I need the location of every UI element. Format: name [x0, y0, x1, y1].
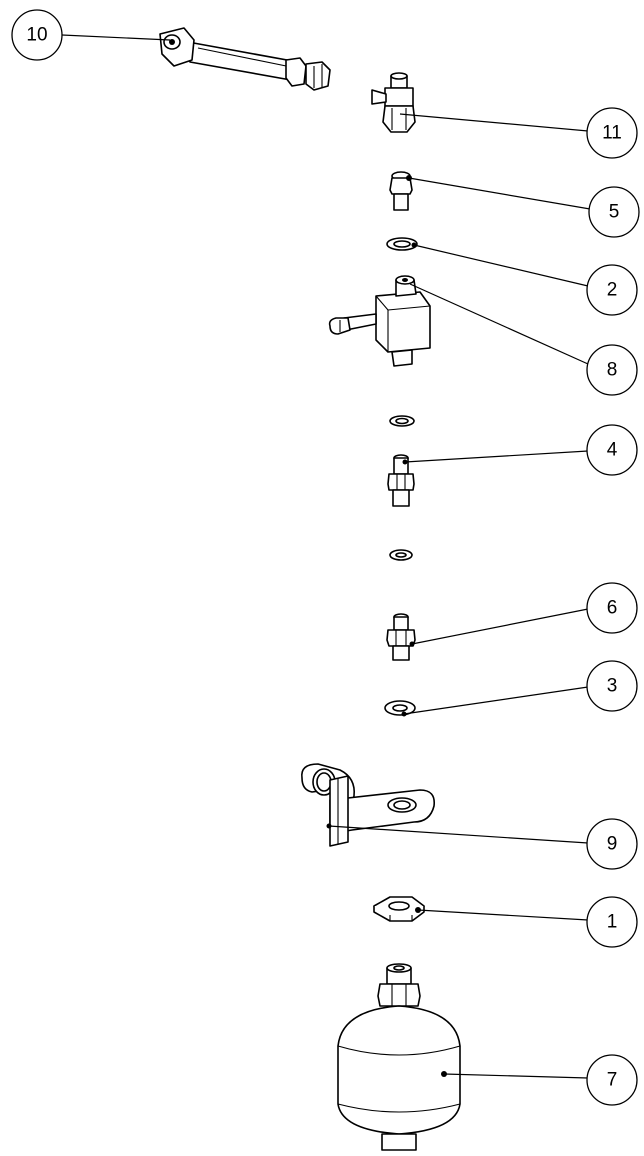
balloon-label: 8 [607, 360, 618, 381]
leader-line-1 [417, 909, 589, 921]
part-3-washer [384, 700, 416, 717]
leader-line-4 [404, 450, 589, 463]
balloon-label: 2 [607, 280, 618, 301]
balloon-label: 3 [607, 676, 618, 697]
leader-line-6 [411, 608, 589, 645]
balloon-2: 2 [586, 264, 638, 316]
balloon-10: 10 [11, 9, 63, 61]
part-1-hex-nut [373, 896, 425, 922]
balloon-9: 9 [586, 818, 638, 870]
part-9-bracket [301, 763, 436, 847]
part-7-accumulator [337, 963, 461, 1151]
balloon-4: 4 [586, 424, 638, 476]
balloon-1: 1 [586, 896, 638, 948]
part-6-adapter [386, 613, 416, 661]
leader-line-11 [399, 113, 589, 132]
leader-lines [61, 34, 591, 1079]
leader-line-5 [408, 177, 591, 210]
balloon-label: 6 [607, 598, 618, 619]
leader-line-3 [403, 686, 589, 715]
seal-ring [389, 549, 413, 561]
balloon-label: 11 [602, 123, 622, 144]
part-2-seal [386, 237, 418, 251]
balloon-label: 1 [607, 912, 618, 933]
balloon-label: 10 [26, 25, 47, 46]
balloon-label: 7 [607, 1070, 618, 1091]
part-4-hex-nipple [387, 454, 415, 507]
balloon-label: 5 [609, 202, 620, 223]
part-11-fitting [371, 72, 416, 133]
leader-line-9 [328, 825, 589, 844]
balloon-5: 5 [588, 186, 640, 238]
leader-line-8 [409, 283, 589, 365]
seal-ring [389, 415, 415, 427]
balloon-7: 7 [586, 1054, 638, 1106]
balloon-11: 11 [586, 107, 638, 159]
balloon-3: 3 [586, 660, 638, 712]
part-5-nipple [389, 171, 413, 211]
leader-line-7 [443, 1073, 589, 1079]
leader-line-2 [413, 244, 589, 287]
leader-line-10 [61, 34, 171, 41]
balloon-label: 4 [607, 440, 618, 461]
balloon-8: 8 [586, 344, 638, 396]
part-10-hose [159, 27, 331, 91]
part-8-valve-block [328, 275, 431, 367]
balloon-label: 9 [607, 834, 618, 855]
balloon-6: 6 [586, 582, 638, 634]
